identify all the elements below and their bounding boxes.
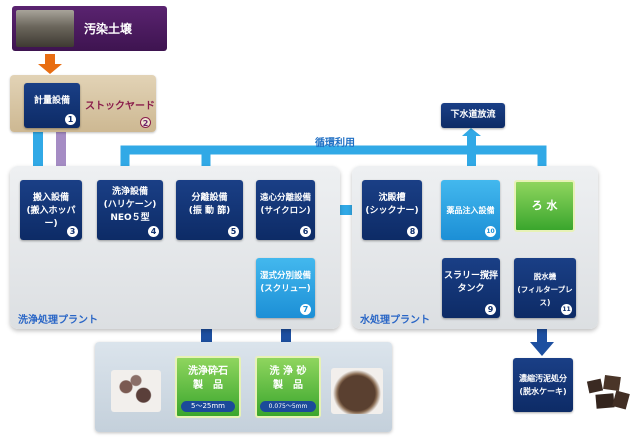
stockyard-label: ストックヤード xyxy=(85,101,155,112)
step-number-6: 6 xyxy=(300,226,311,237)
stockyard-area: 計量設備 1 ストックヤード 2 xyxy=(10,75,156,132)
step-number-5: 5 xyxy=(228,226,239,237)
soil-photo xyxy=(16,10,74,47)
step-number-9: 9 xyxy=(485,304,496,315)
step-number-4: 4 xyxy=(148,226,159,237)
recycle-label: 循環利用 xyxy=(315,138,355,149)
washing-equipment: 洗浄設備 (ハリケーン) NEO５型 4 xyxy=(97,180,163,240)
dewater-to-sludge-arrow xyxy=(530,318,554,356)
filtrate-water: ろ 水 xyxy=(514,180,575,232)
step-number-7: 7 xyxy=(300,304,311,315)
products-panel: 洗浄砕石 製 品 5～25mm 洗 浄 砂 製 品 0.075～5mm xyxy=(95,342,392,432)
weighing-label: 計量設備 xyxy=(33,96,70,106)
water-plant-label: 水処理プラント xyxy=(360,315,430,326)
step-number-1: 1 xyxy=(65,114,76,125)
washed-gravel-product: 洗浄砕石 製 品 5～25mm xyxy=(175,356,241,418)
thickener-equipment: 沈殿槽 (シックナー) 8 xyxy=(362,180,422,240)
step-number-3: 3 xyxy=(67,226,78,237)
chemical-injection: 薬品注入設備 10 xyxy=(441,180,500,240)
sand-photo xyxy=(331,368,383,414)
washed-sand-product: 洗 浄 砂 製 品 0.075～5mm xyxy=(255,356,321,418)
sewer-discharge: 下水道放流 xyxy=(441,103,505,128)
gravel-photo xyxy=(111,370,161,412)
hopper-equipment: 搬入設備 (搬入ホッパー) 3 xyxy=(20,180,82,240)
slurry-tank: スラリー撹拌 タンク 9 xyxy=(442,258,500,318)
sand-size-chip: 0.075～5mm xyxy=(260,401,316,412)
dewatering-machine: 脱水機 (フィルタープレス) 11 xyxy=(514,258,576,318)
cyclone-equipment: 遠心分離設備 (サイクロン) 6 xyxy=(256,180,315,240)
step-number-2: 2 xyxy=(140,117,151,128)
separation-equipment: 分離設備 (振 動 篩) 5 xyxy=(176,180,243,240)
to-sewer-arrow xyxy=(467,132,476,180)
sludge-disposal: 濃縮汚泥処分 (脱水ケーキ) xyxy=(513,358,573,412)
step-number-11: 11 xyxy=(561,304,572,315)
soil-label: 汚染土壌 xyxy=(84,22,133,36)
step-number-8: 8 xyxy=(407,226,418,237)
cake-photo xyxy=(582,374,634,418)
step-number-10: 10 xyxy=(485,226,496,237)
soil-to-weigh-arrow xyxy=(38,54,62,74)
contaminated-soil-box: 汚染土壌 xyxy=(12,6,167,51)
weighing-equipment: 計量設備 1 xyxy=(24,83,80,128)
gravel-size-chip: 5～25mm xyxy=(181,401,235,412)
washing-plant-label: 洗浄処理プラント xyxy=(18,315,98,326)
screw-equipment: 湿式分別設備 (スクリュー) 7 xyxy=(256,258,315,318)
